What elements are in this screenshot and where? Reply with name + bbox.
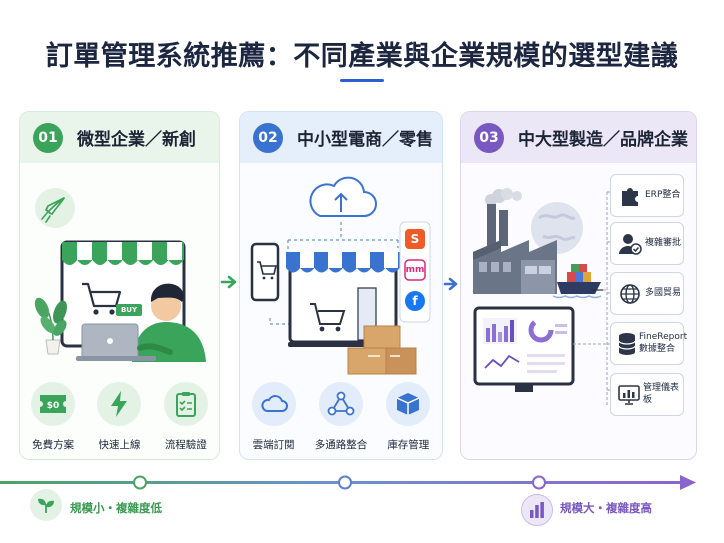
buy-tag: BUY (120, 306, 138, 314)
card-header: 01 微型企業／新創 (20, 112, 219, 163)
cloud-icon (251, 382, 296, 426)
scale-node-1 (133, 475, 147, 490)
analytics-dashboard-icon (473, 306, 575, 392)
feature-free-plan: $0 免費方案 (21, 382, 85, 452)
step-number: 03 (474, 122, 504, 153)
enterprise-illustration (473, 188, 611, 407)
feature-omnichannel: 多通路整合 (309, 382, 373, 452)
feature-label: 免費方案 (32, 439, 75, 451)
card-title: 中大型製造／品牌企業 (518, 130, 688, 150)
phone-icon (250, 242, 280, 302)
integration-label: 管理儀表板 (643, 383, 680, 405)
plant-icon (34, 297, 67, 355)
network-icon (318, 382, 363, 426)
feature-process-validation: 流程驗證 (154, 382, 218, 452)
feature-label: 庫存管理 (387, 439, 430, 451)
integration-label: FineReport 數據整合 (639, 332, 688, 354)
integration-finereport: FineReport 數據整合 (610, 322, 688, 365)
puzzle-icon (617, 183, 643, 209)
feature-inventory: 庫存管理 (376, 382, 440, 452)
card-title: 中小型電商／零售 (297, 130, 433, 150)
card-enterprise: 03 中大型製造／品牌企業 (460, 111, 697, 460)
shopee-icon (405, 229, 425, 249)
feature-row: 雲端訂閱 多通路整合 庫存管理 (240, 382, 442, 452)
title-underline (340, 79, 384, 82)
factory-icon (473, 204, 557, 294)
dashboard-icon (617, 382, 641, 408)
integration-label: ERP整合 (645, 189, 681, 200)
facebook-letter: f (412, 294, 418, 308)
cloud-upload-icon (309, 176, 377, 217)
integration-label: 複雜審批 (645, 237, 682, 248)
coupon-icon: $0 (31, 382, 76, 426)
box-icon (386, 382, 431, 426)
boxes-icon (347, 325, 417, 375)
integration-approval: 複雜審批 (610, 222, 684, 265)
scale-node-2 (338, 475, 352, 490)
feature-label: 雲端訂閱 (252, 439, 295, 451)
ecommerce-illustration (250, 176, 431, 375)
sprout-icon (30, 489, 62, 521)
scale-arrowhead (680, 475, 696, 490)
momo-letter: mm (405, 265, 425, 275)
scale-progression-bar (0, 475, 696, 490)
feature-label: 多通路整合 (314, 439, 368, 451)
feature-label: 流程驗證 (164, 439, 207, 451)
card-header: 03 中大型製造／品牌企業 (461, 112, 696, 163)
step-number: 01 (33, 122, 63, 153)
card-title: 微型企業／新創 (77, 130, 196, 150)
integration-dashboard: 管理儀表板 (610, 373, 684, 416)
card-sme-ecommerce: 02 中小型電商／零售 (239, 111, 443, 460)
feature-cloud-subscription: 雲端訂閱 (242, 382, 306, 452)
globe-icon (617, 281, 643, 307)
database-icon (617, 331, 637, 357)
scale-label-small: 規模小・複雜度低 (70, 501, 162, 515)
cargo-ship-icon (552, 264, 602, 299)
integration-erp: ERP整合 (610, 174, 684, 217)
startup-illustration (34, 188, 206, 362)
page-title: 訂單管理系統推薦：不同產業與企業規模的選型建議 (45, 41, 679, 72)
flow-arrow-1 (220, 275, 237, 289)
checklist-icon (163, 382, 208, 426)
card-header: 02 中小型電商／零售 (240, 112, 442, 163)
globe-background-icon (531, 202, 583, 254)
user-check-icon (617, 231, 643, 257)
coupon-text: $0 (47, 401, 60, 411)
feature-row: $0 免費方案 快速上線 流程驗證 (20, 382, 219, 452)
scale-label-large: 規模大・複雜度高 (560, 501, 652, 515)
card-micro-startup: 01 微型企業／新創 (19, 111, 220, 460)
scale-node-3 (532, 475, 546, 490)
integration-label: 多國貿易 (645, 287, 682, 298)
bar-chart-icon (521, 494, 553, 526)
momo-icon (404, 259, 426, 281)
feature-quick-launch: 快速上線 (87, 382, 151, 452)
flow-arrow-2 (443, 277, 458, 291)
rocket-icon (35, 188, 75, 228)
facebook-icon (405, 291, 425, 311)
step-number: 02 (253, 122, 283, 153)
feature-label: 快速上線 (98, 439, 141, 451)
integration-trade: 多國貿易 (610, 272, 684, 315)
storefront-monitor-icon (286, 252, 400, 347)
shopee-letter: S (410, 232, 420, 246)
lightning-icon (97, 382, 142, 426)
smoke-icon (485, 188, 522, 206)
person-with-laptop-icon (76, 283, 206, 362)
